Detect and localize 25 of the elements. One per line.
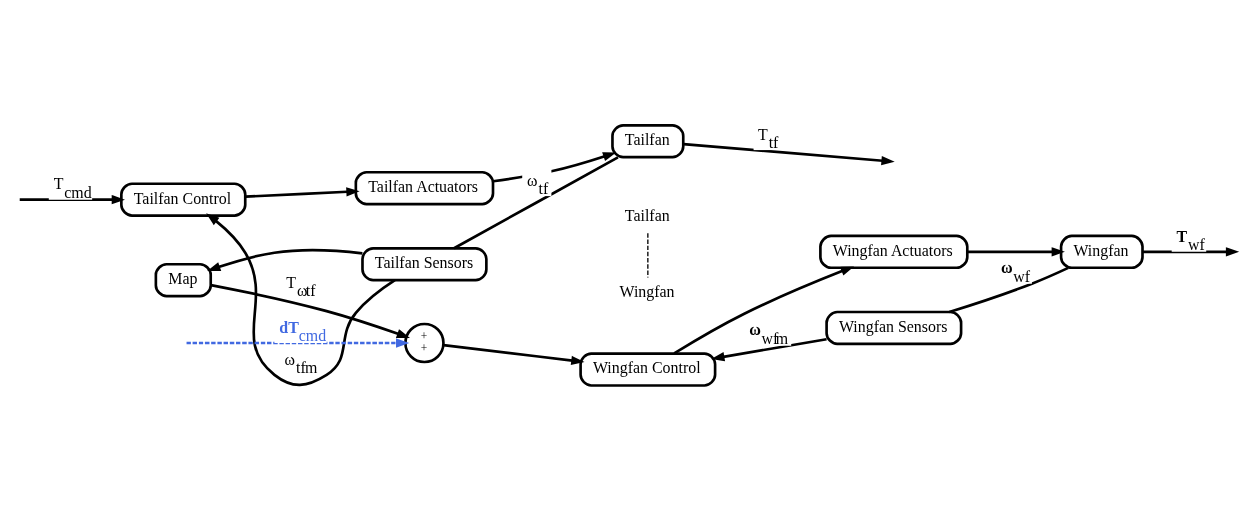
node-box: Wingfan [1059, 234, 1144, 270]
node-box: Wingfan Sensors [825, 310, 963, 346]
node-box: Tailfan [611, 124, 685, 159]
connector [948, 266, 1069, 314]
arrow [186, 338, 410, 348]
arrow [683, 142, 895, 166]
arrow [19, 195, 125, 205]
arrow [443, 343, 585, 366]
arrow [206, 213, 396, 387]
node-box: Wingfan Control [579, 352, 717, 387]
node-box: Tailfan Actuators [354, 170, 495, 206]
node-box: Tailfan Sensors [361, 247, 488, 282]
label: Tailfan [624, 207, 670, 225]
node-box: Tailfan Control [120, 182, 247, 217]
arrow [1142, 247, 1240, 257]
arrow [673, 266, 855, 355]
arrow [207, 248, 363, 272]
label: Wingfan [619, 283, 675, 301]
node-circle: + + [404, 322, 445, 364]
node-box: Map [154, 262, 213, 298]
node-box: Wingfan Actuators [819, 234, 969, 270]
arrow [245, 187, 360, 198]
arrow [967, 247, 1065, 257]
arrow [210, 283, 410, 339]
arrow [711, 337, 827, 362]
